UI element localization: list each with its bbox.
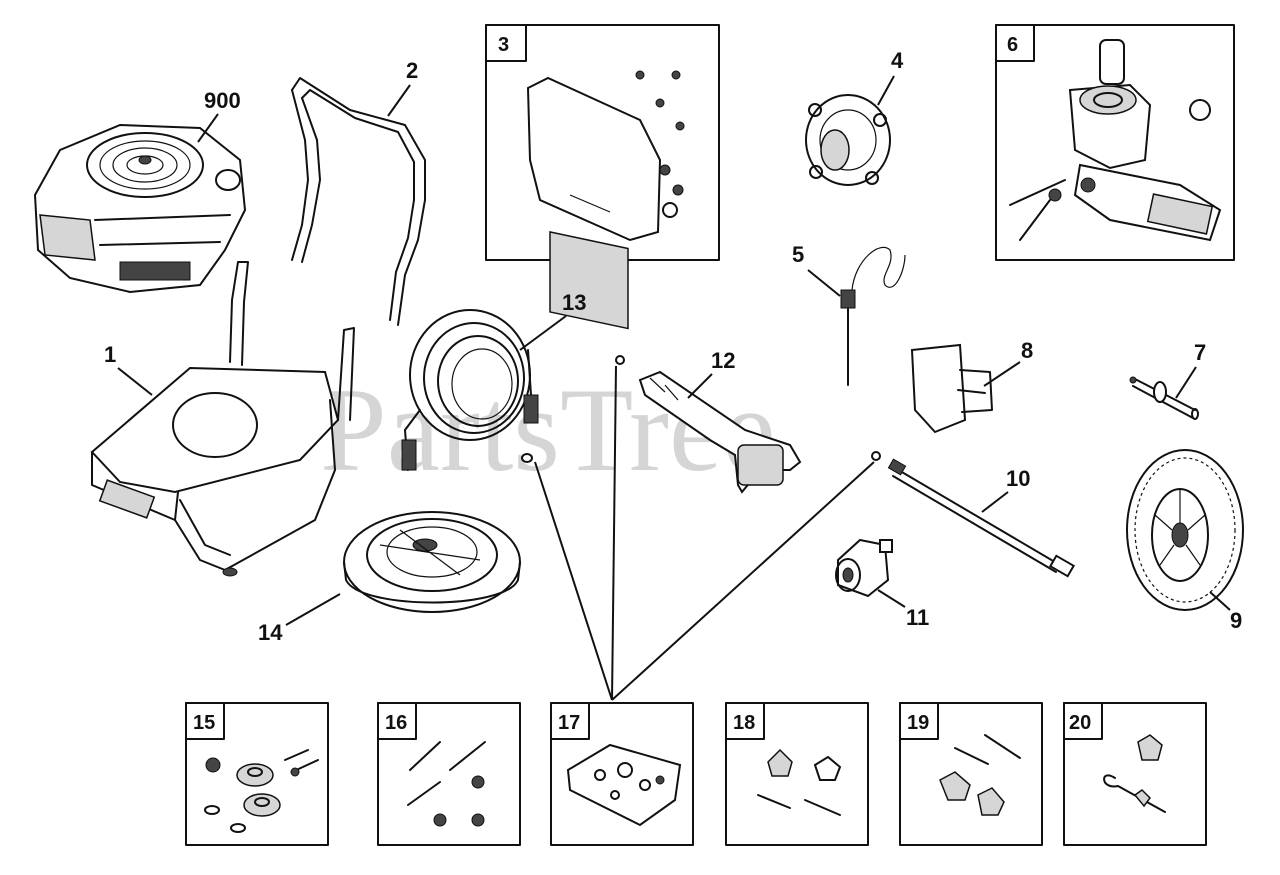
kit-17-parts[interactable]: [566, 743, 682, 827]
part-number-6: 6: [1007, 34, 1018, 56]
leader-9: [1209, 591, 1231, 611]
leader-7: [1175, 366, 1197, 399]
kit-number-20: 20: [1069, 712, 1091, 734]
kit-17-box: [550, 702, 694, 846]
part-6-box: [995, 24, 1235, 261]
control-panel-illustration[interactable]: [526, 70, 685, 330]
part-number-1: 1: [104, 342, 116, 367]
part-number-7: 7: [1194, 340, 1206, 365]
kit-number-16: 16: [385, 712, 407, 734]
leader-12: [687, 373, 713, 399]
leader-1: [117, 367, 153, 396]
hose-illustration[interactable]: [401, 309, 539, 471]
part-number-13: 13: [562, 290, 586, 315]
part-number-8: 8: [1021, 338, 1033, 363]
leader-8: [983, 361, 1021, 387]
leader-10: [981, 491, 1009, 513]
kit-17-leaders: [534, 365, 875, 701]
pump-illustration[interactable]: [1009, 39, 1222, 242]
kit-18-parts[interactable]: [757, 748, 842, 816]
leader-14: [285, 593, 341, 626]
part-number-9: 9: [1230, 608, 1242, 633]
kit-number-18: 18: [733, 712, 755, 734]
bracket-illustration[interactable]: [910, 343, 993, 434]
kit-number-17: 17: [558, 712, 580, 734]
kit-19-label-box: [899, 702, 939, 740]
part-number-12: 12: [711, 348, 735, 373]
kit-18-label-box: [725, 702, 765, 740]
surface-cleaner-illustration[interactable]: [343, 511, 521, 613]
kit-19-parts[interactable]: [939, 734, 1021, 816]
spray-gun-illustration[interactable]: [615, 355, 802, 494]
kit-17-label-box: [550, 702, 590, 740]
part-number-5: 5: [792, 242, 804, 267]
kit-20-box: [1063, 702, 1207, 846]
leader-2: [387, 84, 411, 117]
engine-illustration[interactable]: [33, 123, 247, 294]
part-number-11: 11: [906, 605, 929, 630]
part-number-3: 3: [498, 34, 509, 56]
kit-20-label-box: [1063, 702, 1103, 740]
kit-number-15: 15: [193, 712, 215, 734]
kit-20-parts[interactable]: [1103, 734, 1166, 813]
leader-13: [519, 315, 567, 351]
part-number-14: 14: [258, 620, 283, 645]
frame-illustration[interactable]: [90, 261, 355, 577]
leader-5: [807, 269, 841, 297]
leader-11: [877, 589, 906, 608]
part-number-2: 2: [406, 58, 418, 83]
kit-16-parts[interactable]: [407, 741, 486, 827]
kit-number-19: 19: [907, 712, 929, 734]
axle-illustration[interactable]: [1129, 376, 1199, 420]
wand-illustration[interactable]: [871, 451, 1076, 578]
kit-15-parts[interactable]: [204, 749, 319, 833]
kit-16-box: [377, 702, 521, 846]
part-4-illustration[interactable]: [805, 94, 891, 186]
wheel-illustration[interactable]: [1126, 449, 1244, 611]
leader-900: [197, 113, 219, 143]
part-6-label-box: [995, 24, 1035, 62]
nozzle-illustration[interactable]: [835, 538, 893, 598]
kit-15-label-box: [185, 702, 225, 740]
leader-4: [877, 75, 895, 106]
part-5-illustration[interactable]: [840, 246, 906, 386]
kit-19-box: [899, 702, 1043, 846]
part-number-4: 4: [891, 48, 904, 73]
part-number-10: 10: [1006, 466, 1030, 491]
part-number-900: 900: [204, 88, 241, 113]
kit-15-box: [185, 702, 329, 846]
handle-illustration[interactable]: [291, 77, 426, 326]
part-3-label-box: [485, 24, 527, 62]
kit-16-label-box: [377, 702, 417, 740]
kit-18-box: [725, 702, 869, 846]
